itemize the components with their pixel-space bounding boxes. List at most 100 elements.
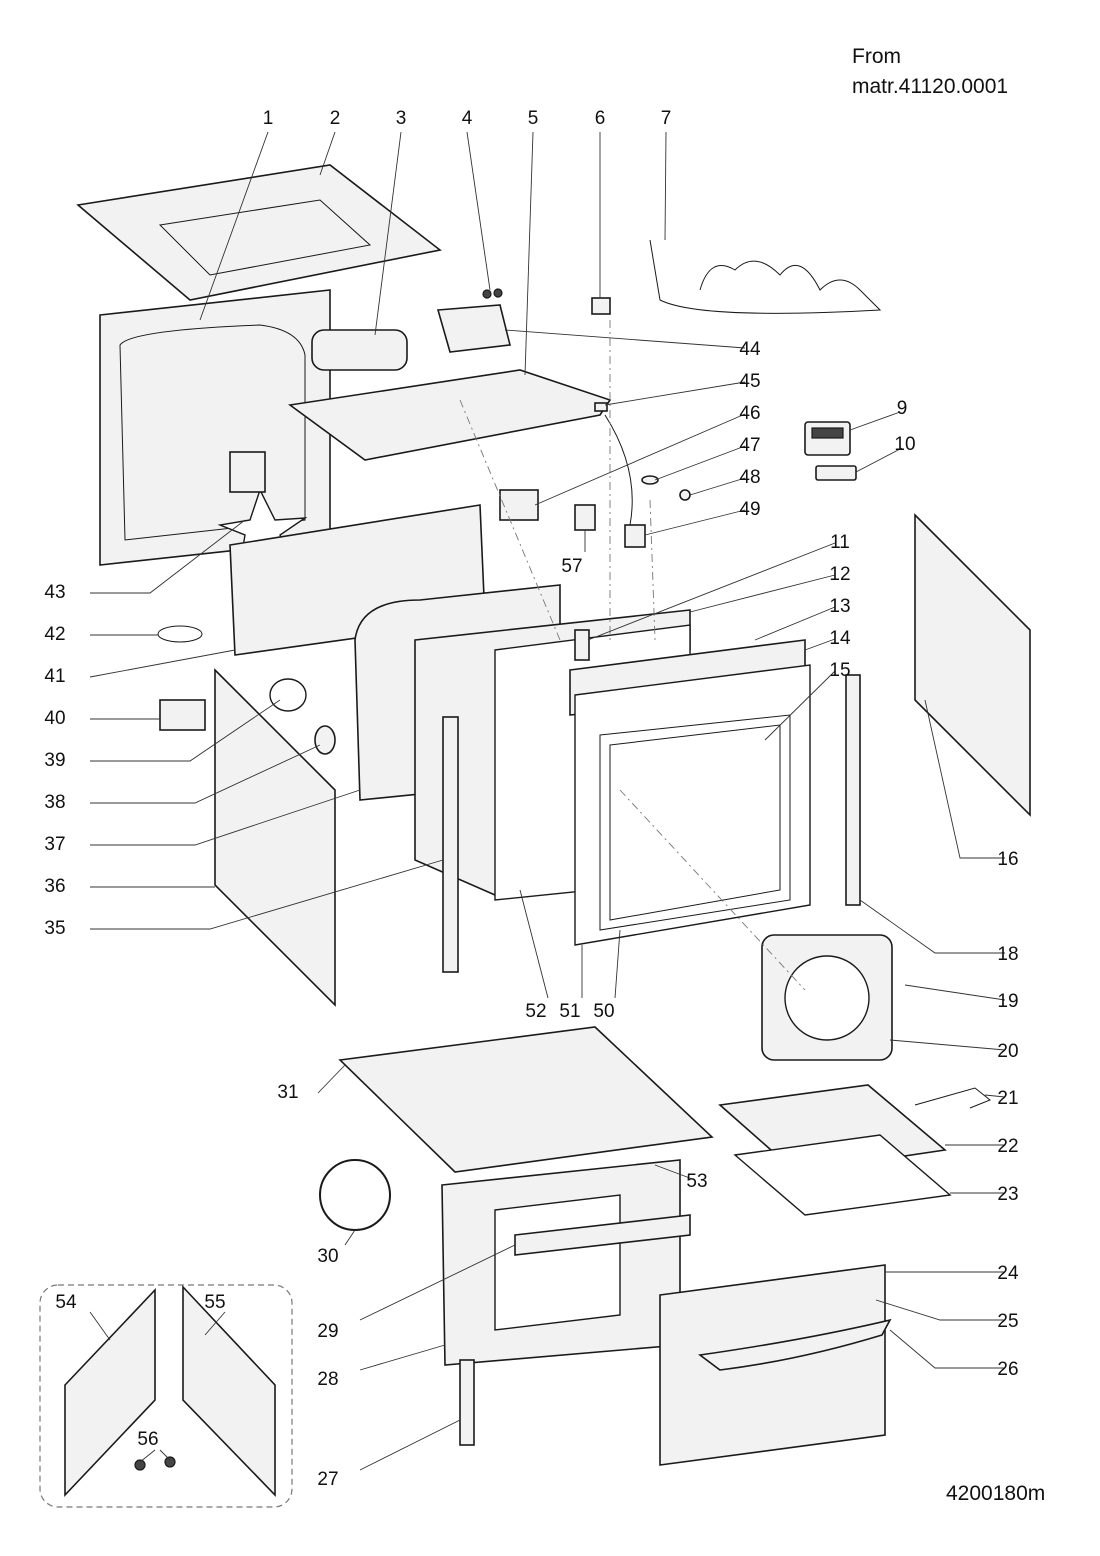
leader-line-53 — [654, 1164, 696, 1181]
leader-line-12 — [689, 574, 836, 613]
leader-line-20 — [889, 1039, 1006, 1051]
parts-layer — [39, 164, 1031, 1508]
leader-line-30 — [344, 1229, 356, 1246]
callout-20: 20 — [997, 1041, 1018, 1062]
part-grill-element — [649, 239, 882, 314]
callout-48: 48 — [739, 467, 760, 488]
part-sensor — [641, 475, 659, 485]
callout-53: 53 — [686, 1171, 707, 1192]
callout-19: 19 — [997, 991, 1018, 1012]
part-lamp-cover — [269, 678, 307, 712]
part-lamp-holder — [594, 402, 608, 412]
callout-2: 2 — [330, 108, 341, 129]
leader-line-4 — [466, 131, 491, 291]
leader-line-41 — [89, 649, 236, 678]
leader-line-50 — [614, 929, 621, 999]
callout-49: 49 — [739, 499, 760, 520]
leader-lines — [89, 131, 1006, 1471]
leader-line-46 — [534, 413, 746, 506]
part-door-handle — [697, 1318, 892, 1371]
part-top-cover — [76, 164, 442, 301]
part-ground-cable — [157, 625, 203, 643]
callout-55: 55 — [204, 1292, 225, 1313]
leader-line-48 — [689, 477, 746, 496]
part-outer-door — [659, 1264, 886, 1466]
part-hinge — [459, 1359, 475, 1446]
leader-line-26 — [889, 1329, 1005, 1369]
callout-24: 24 — [997, 1263, 1019, 1284]
callout-47: 47 — [739, 435, 760, 456]
part-shelf-runner — [914, 1087, 991, 1109]
callout-38: 38 — [44, 792, 65, 813]
leader-line-43 — [90, 519, 246, 594]
leader-line-54 — [89, 1311, 111, 1341]
leader-line-3 — [374, 131, 402, 336]
callout-45: 45 — [739, 371, 760, 392]
part-terminal-block — [499, 489, 539, 521]
leader-line-2 — [319, 131, 336, 176]
callout-3: 3 — [396, 108, 407, 129]
part-catalytic-panel-right — [182, 1284, 276, 1497]
leader-line-18 — [859, 899, 1005, 954]
callout-29: 29 — [317, 1321, 338, 1342]
part-screw — [482, 289, 492, 299]
callout-43: 43 — [44, 582, 65, 603]
callout-9: 9 — [897, 398, 908, 419]
leader-line-35 — [90, 859, 444, 930]
part-cable — [604, 414, 633, 526]
leader-line-19 — [904, 984, 1006, 1001]
part-thermal-cutout — [591, 297, 611, 315]
callout-26: 26 — [997, 1359, 1018, 1380]
leader-line-49 — [644, 509, 746, 536]
part-electronic-box — [436, 304, 511, 353]
callout-40: 40 — [44, 708, 65, 729]
leader-line-7 — [664, 131, 667, 241]
callout-16: 16 — [997, 849, 1018, 870]
part-inner-glass — [494, 1194, 621, 1331]
leader-line-11 — [587, 542, 836, 641]
part-side-panel-left — [214, 668, 336, 1007]
leader-line-25 — [875, 1299, 1005, 1321]
leader-line-16 — [924, 699, 1005, 859]
callout-54: 54 — [55, 1292, 77, 1313]
part-spacer — [574, 629, 590, 661]
leader-line-9 — [849, 411, 901, 431]
leader-line-47 — [654, 445, 746, 481]
callout-13: 13 — [829, 596, 850, 617]
part-bracket-right — [845, 674, 861, 906]
part-circular-element — [319, 1159, 391, 1231]
part-door-seal-inner — [609, 724, 781, 921]
callout-25: 25 — [997, 1311, 1018, 1332]
assembly-line — [459, 399, 561, 641]
part-timer-display — [811, 427, 844, 439]
callout-27: 27 — [317, 1469, 338, 1490]
part-lamp-bulb — [314, 725, 336, 755]
callout-28: 28 — [317, 1369, 338, 1390]
leader-line-28 — [359, 1344, 446, 1371]
leader-line-56 — [139, 1449, 156, 1463]
callout-50: 50 — [593, 1001, 614, 1022]
callout-21: 21 — [997, 1088, 1018, 1109]
part-indicator-lamp — [679, 489, 691, 501]
part-selector-switch — [574, 504, 596, 531]
part-switch — [624, 524, 646, 548]
part-door-hinge-bar — [514, 1214, 691, 1256]
leader-line-39 — [90, 699, 281, 762]
callout-7: 7 — [661, 108, 672, 129]
leader-line-27 — [359, 1419, 461, 1471]
part-side-panel-right — [914, 513, 1031, 817]
part-rear-panel-detail — [119, 324, 306, 541]
leader-line-55 — [204, 1311, 226, 1336]
callout-15: 15 — [829, 660, 850, 681]
callout-39: 39 — [44, 750, 65, 771]
leader-line-44 — [504, 329, 746, 349]
part-screw — [493, 288, 503, 298]
part-cavity-top-plate — [287, 369, 612, 461]
leader-line-52 — [519, 889, 549, 999]
part-door-seal — [599, 714, 791, 931]
callout-10: 10 — [894, 434, 915, 455]
callout-41: 41 — [44, 666, 65, 687]
assembly-line — [649, 499, 656, 641]
leader-line-45 — [604, 381, 746, 406]
